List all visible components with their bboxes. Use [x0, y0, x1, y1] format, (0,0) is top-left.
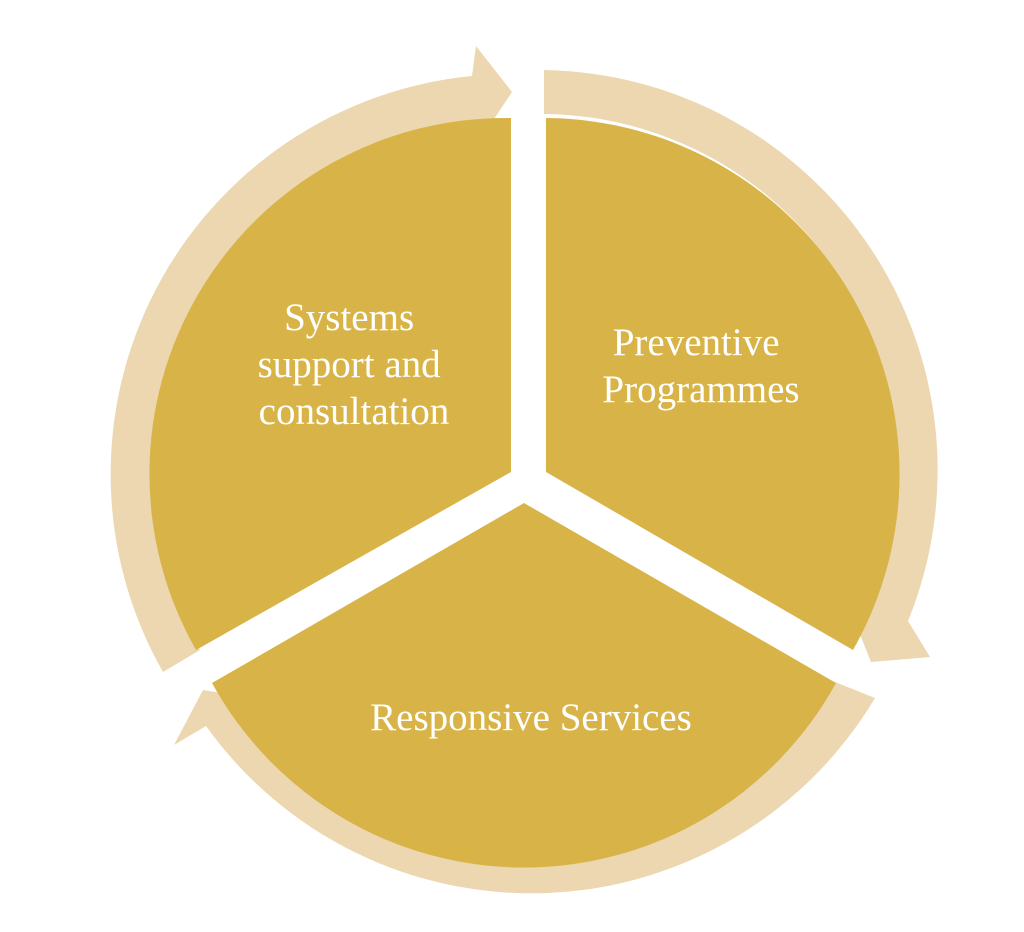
cycle-labels: Preventive Programmes Responsive Service…	[258, 296, 800, 739]
cycle-segments	[149, 117, 900, 868]
cycle-arrows	[110, 46, 938, 894]
segment-responsive-services	[212, 503, 836, 868]
arrow-responsive-to-systems	[174, 682, 875, 894]
label-responsive-services: Responsive Services	[370, 696, 692, 739]
label-systems-support: Systems support and consultation	[258, 296, 451, 433]
arrow-systems-to-preventive	[110, 46, 512, 672]
label-line: Responsive Services	[370, 696, 692, 739]
label-line: Systems	[284, 296, 414, 339]
segment-preventive-programmes	[546, 118, 900, 650]
label-line: Programmes	[602, 368, 799, 411]
label-line: consultation	[259, 390, 450, 433]
label-line: Preventive	[613, 321, 780, 364]
segment-systems-support	[149, 117, 511, 651]
label-preventive-programmes: Preventive Programmes	[602, 321, 799, 411]
arrow-preventive-to-responsive	[544, 70, 938, 662]
label-line: support and	[258, 343, 442, 386]
